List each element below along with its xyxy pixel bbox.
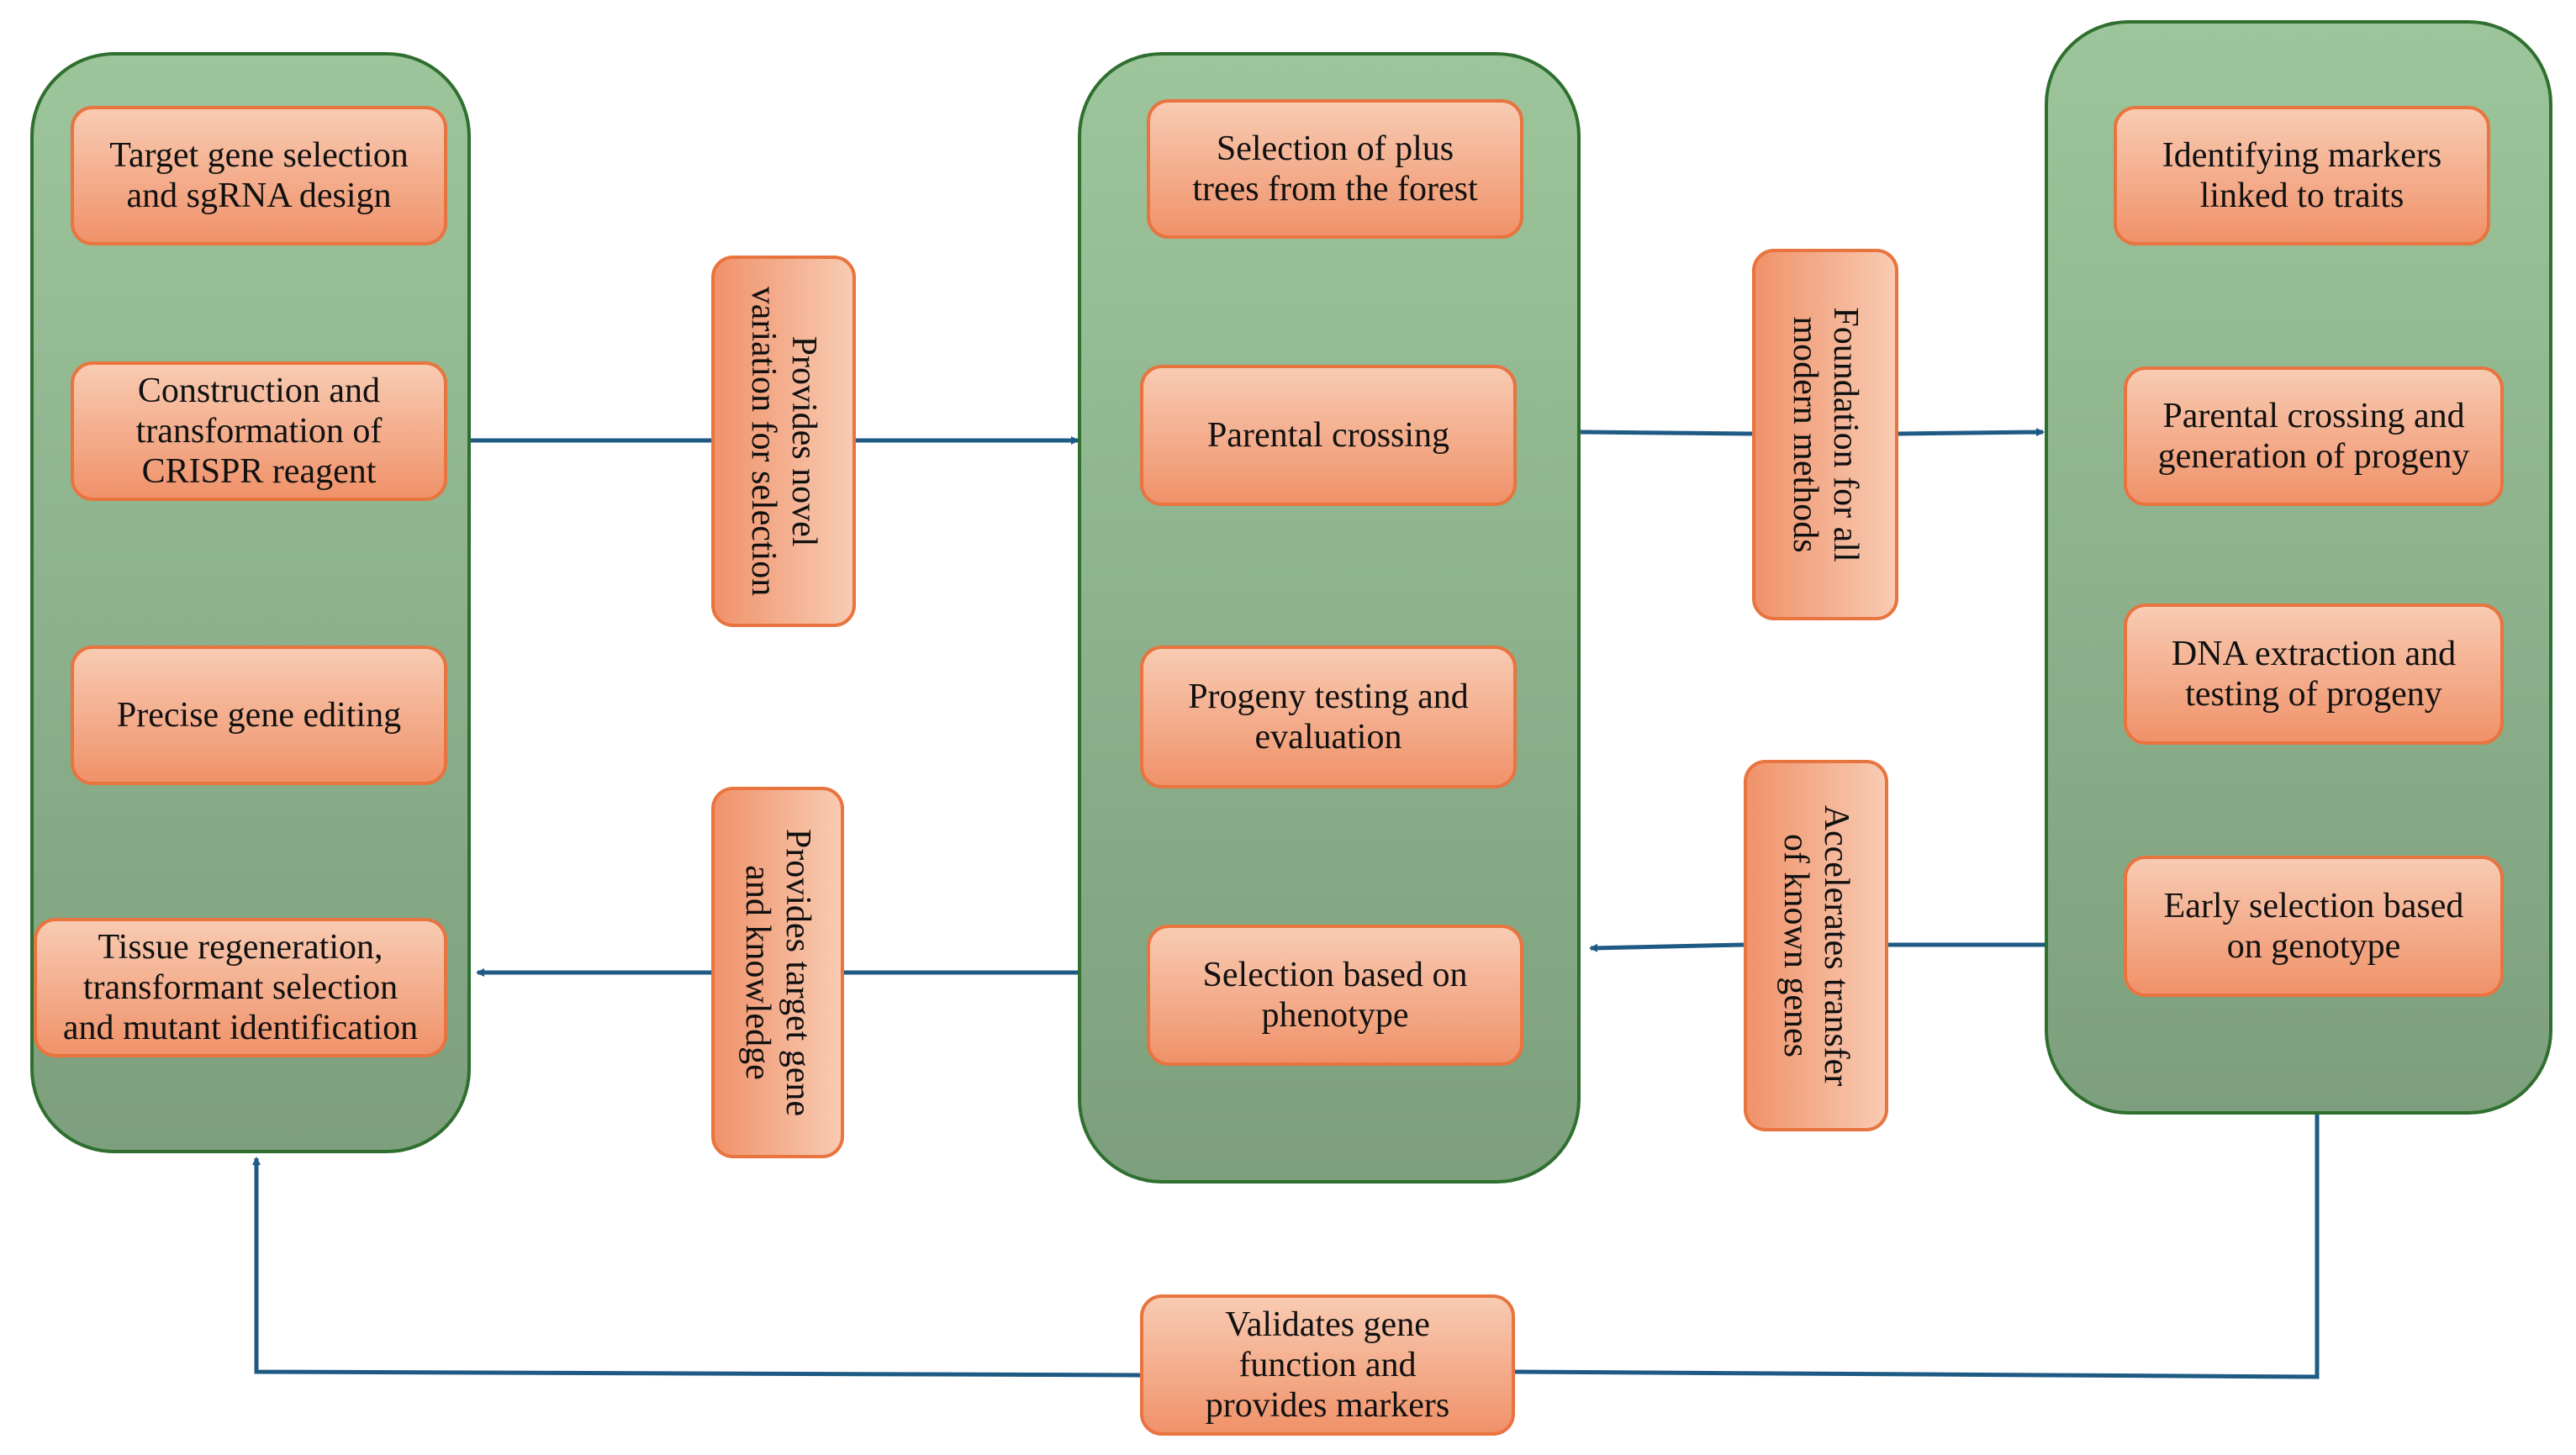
progeny-testing-box: Progeny testing and evaluation [1140, 646, 1517, 788]
connector-accelerates-b [1589, 942, 1745, 952]
target-knowledge-text: Provides target gene and knowledge [738, 828, 817, 1117]
marker-identification-box: Identifying markers linked to traits [2114, 106, 2490, 245]
foundation-label: Foundation for all modern methods [1752, 249, 1898, 620]
parental-crossing-box: Parental crossing [1140, 365, 1517, 506]
plus-tree-selection-box: Selection of plus trees from the forest [1147, 99, 1523, 239]
crossing-progeny-box: Parental crossing and generation of prog… [2124, 366, 2504, 506]
dna-extraction-box: DNA extraction and testing of progeny [2124, 604, 2504, 745]
tissue-regeneration-box: Tissue regeneration, transformant select… [34, 918, 447, 1057]
novel-variation-label: Provides novel variation for selection [711, 256, 856, 627]
genotype-selection-box: Early selection based on genotype [2124, 856, 2504, 997]
phenotype-selection-box: Selection based on phenotype [1147, 925, 1523, 1066]
connector-foundation-b [1898, 428, 2045, 437]
target-knowledge-label: Provides target gene and knowledge [711, 787, 844, 1158]
crispr-construction-box: Construction and transformation of CRISP… [71, 361, 447, 501]
target-gene-selection-box: Target gene selection and sgRNA design [71, 106, 447, 245]
novel-variation-text: Provides novel variation for selection [744, 286, 823, 597]
accelerates-text: Accelerates transfer of known genes [1776, 804, 1855, 1087]
connector-foundation-a [1580, 430, 1753, 436]
gene-editing-box: Precise gene editing [71, 646, 447, 785]
connector-validates-right [1514, 1115, 2320, 1379]
accelerates-label: Accelerates transfer of known genes [1744, 760, 1888, 1131]
validates-gene-function-box: Validates gene function and provides mar… [1140, 1294, 1515, 1436]
connector-validates-left [252, 1157, 1143, 1378]
foundation-text: Foundation for all modern methods [1786, 307, 1865, 562]
